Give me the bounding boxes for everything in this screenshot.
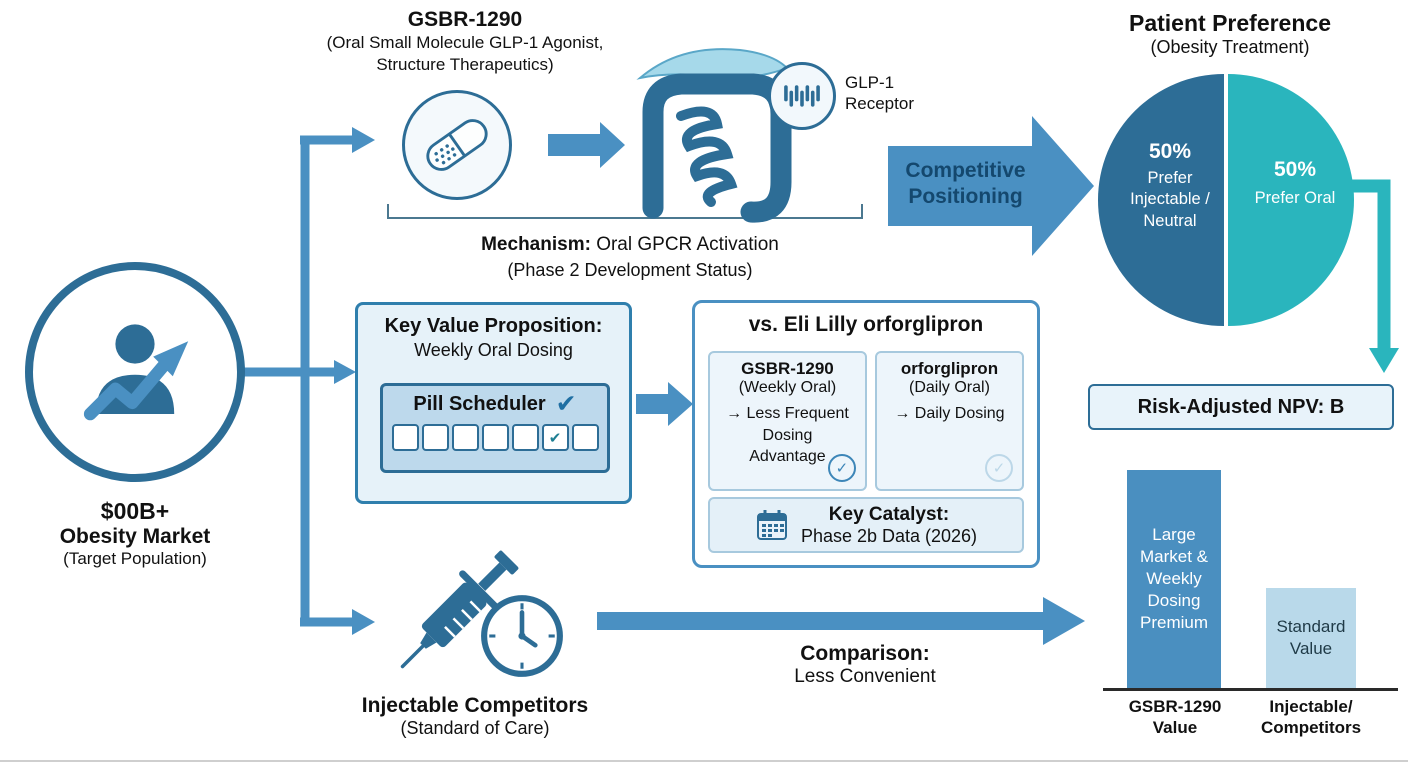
gsbr-header: GSBR-1290 (Oral Small Molecule GLP-1 Ago… bbox=[295, 8, 635, 76]
arrowhead-top-icon bbox=[352, 127, 375, 153]
competitive-positioning-arrow-icon bbox=[888, 116, 1094, 256]
arrowhead-mid-icon bbox=[334, 360, 356, 384]
market-amount: $00B+ bbox=[100, 498, 170, 524]
pie-to-npv-arrow-line bbox=[1348, 179, 1391, 350]
key-catalyst-detail: Phase 2b Data (2026) bbox=[800, 525, 978, 546]
syringe-icon bbox=[400, 550, 519, 669]
pill-day-box bbox=[391, 424, 419, 451]
pill-scheduler-panel: Pill Scheduler ✔ ✔ bbox=[380, 383, 610, 473]
clock-icon bbox=[481, 595, 563, 677]
injectable-title: Injectable Competitors bbox=[361, 694, 589, 717]
obesity-market-label: $00B+ Obesity Market (Target Population) bbox=[5, 498, 265, 569]
injectable-subtitle: (Standard of Care) bbox=[400, 718, 550, 738]
pill-scheduler-header: Pill Scheduler ✔ bbox=[383, 392, 607, 417]
glp1-receptor-label: GLP-1 Receptor bbox=[845, 73, 914, 114]
arrowhead-bottom-icon bbox=[352, 609, 375, 635]
pie-left-label: Prefer Injectable / Neutral bbox=[1130, 169, 1210, 230]
key-value-proposition-box: Key Value Proposition: Weekly Oral Dosin… bbox=[355, 302, 632, 504]
market-name: Obesity Market bbox=[59, 525, 211, 548]
vs-title: vs. Eli Lilly orforglipron bbox=[748, 313, 984, 336]
intestine-gut-icon bbox=[636, 48, 792, 223]
key-catalyst-text: Key Catalyst: Phase 2b Data (2026) bbox=[801, 504, 977, 547]
glp1-receptor-circle bbox=[768, 62, 836, 130]
vs-orforglipron-check-icon: ✓ bbox=[985, 454, 1013, 482]
comparison-arrow-icon bbox=[597, 597, 1085, 645]
pie-to-npv-arrowhead-icon bbox=[1369, 348, 1399, 373]
comparison-detail: Less Convenient bbox=[794, 666, 936, 687]
kvp-to-vs-arrow-icon bbox=[636, 382, 693, 426]
pill-scheduler-label: Pill Scheduler bbox=[413, 393, 546, 415]
bar-gsbr-axis-label: GSBR-1290 Value bbox=[1128, 697, 1222, 738]
vs-orforglipron-detail: → Daily Dosing bbox=[894, 405, 1005, 422]
bar-injectable-value: Standard Value bbox=[1266, 588, 1356, 688]
key-catalyst-title: Key Catalyst: bbox=[828, 503, 950, 525]
patient-preference-subtitle: (Obesity Treatment) bbox=[1150, 37, 1310, 57]
kvp-subtitle: Weekly Oral Dosing bbox=[414, 340, 573, 360]
calendar-icon bbox=[756, 510, 787, 540]
mechanism-text: Mechanism: Oral GPCR Activation (Phase 2… bbox=[415, 234, 845, 281]
patient-preference-pie-chart bbox=[1098, 74, 1354, 326]
bar-chart-baseline bbox=[1103, 688, 1398, 691]
market-growth-person-icon bbox=[83, 324, 189, 421]
vs-orforglipron-name: orforglipron bbox=[900, 359, 999, 378]
vs-eli-lilly-box: vs. Eli Lilly orforglipron GSBR-1290 (We… bbox=[692, 300, 1040, 568]
vs-gsbr-card: GSBR-1290 (Weekly Oral) → Less Frequent … bbox=[708, 351, 867, 491]
vs-gsbr-dosing: (Weekly Oral) bbox=[738, 379, 837, 396]
pill-day-box bbox=[421, 424, 449, 451]
patient-preference-header: Patient Preference (Obesity Treatment) bbox=[1080, 10, 1380, 58]
pie-slice-injectable bbox=[1098, 74, 1224, 326]
pill-day-check-icon: ✔ bbox=[548, 429, 562, 447]
obesity-market-circle bbox=[25, 262, 245, 482]
pill-day-box bbox=[571, 424, 599, 451]
injectable-competitors-label: Injectable Competitors (Standard of Care… bbox=[330, 694, 620, 739]
pie-right-percent: 50% bbox=[1273, 158, 1317, 181]
gsbr-subtitle: (Oral Small Molecule GLP-1 Agonist, Stru… bbox=[326, 33, 604, 75]
bar-injectable-axis-label: Injectable/ Competitors bbox=[1260, 697, 1362, 738]
bar-gsbr-value: Large Market & Weekly Dosing Premium bbox=[1127, 470, 1221, 688]
mechanism-line1: Mechanism: Oral GPCR Activation bbox=[415, 234, 845, 256]
pill-to-gut-arrow-icon bbox=[548, 122, 625, 168]
gsbr-title: GSBR-1290 bbox=[407, 8, 523, 31]
pie-right-label: Prefer Oral bbox=[1254, 189, 1336, 207]
scheduler-check-icon: ✔ bbox=[555, 390, 577, 418]
bottom-divider bbox=[0, 760, 1408, 762]
kvp-title: Key Value Proposition: bbox=[384, 315, 603, 337]
mechanism-bold: Mechanism: bbox=[481, 234, 591, 255]
oral-pill-circle bbox=[402, 90, 512, 200]
pill-day-box bbox=[451, 424, 479, 451]
pill-organizer-row: ✔ bbox=[383, 424, 607, 451]
vs-gsbr-check-icon: ✓ bbox=[827, 454, 856, 482]
mechanism-rest: Oral GPCR Activation bbox=[590, 234, 779, 255]
vs-orforglipron-card: orforglipron (Daily Oral) → Daily Dosing… bbox=[874, 351, 1024, 491]
comparison-label: Comparison: Less Convenient bbox=[740, 642, 990, 688]
vs-orforglipron-dosing: (Daily Oral) bbox=[909, 379, 990, 396]
pill-day-box-checked: ✔ bbox=[541, 424, 569, 451]
market-subtitle: (Target Population) bbox=[63, 549, 207, 568]
pill-day-box bbox=[511, 424, 539, 451]
competitive-positioning-label: Competitive Positioning bbox=[905, 159, 1026, 209]
pie-left-percent: 50% bbox=[1148, 140, 1192, 163]
comparison-title: Comparison: bbox=[800, 642, 930, 665]
npv-label: Risk-Adjusted NPV: B bbox=[1137, 395, 1345, 418]
mechanism-subtitle: (Phase 2 Development Status) bbox=[507, 260, 753, 280]
pie-slice-oral bbox=[1228, 74, 1354, 326]
mechanism-bracket bbox=[387, 204, 863, 219]
receptor-icon bbox=[784, 85, 820, 107]
patient-preference-title: Patient Preference bbox=[1129, 10, 1331, 36]
risk-adjusted-npv-box: Risk-Adjusted NPV: B bbox=[1088, 384, 1394, 430]
vs-gsbr-advantage: → Less Frequent Dosing Advantage bbox=[726, 405, 849, 466]
vs-gsbr-name: GSBR-1290 bbox=[741, 359, 834, 378]
key-catalyst-box: Key Catalyst: Phase 2b Data (2026) bbox=[708, 497, 1024, 553]
vs-comparison-columns: GSBR-1290 (Weekly Oral) → Less Frequent … bbox=[708, 351, 1024, 491]
capsule-icon bbox=[426, 119, 488, 171]
pill-day-box bbox=[481, 424, 509, 451]
